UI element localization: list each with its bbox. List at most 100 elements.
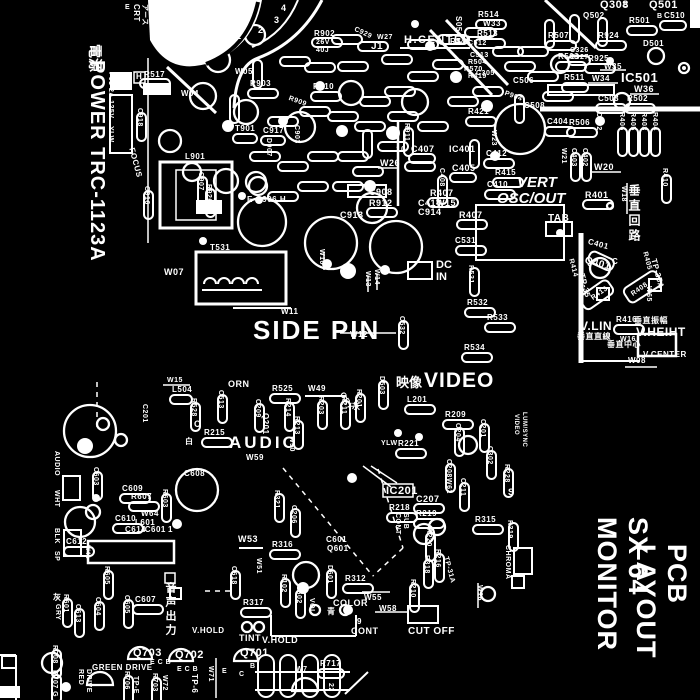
- component-label: Q201: [261, 413, 270, 435]
- component-label: 2: [258, 25, 264, 35]
- component-label: R511: [564, 73, 585, 82]
- component-label: TINT: [239, 633, 261, 643]
- component-label: TP-6: [190, 674, 199, 694]
- dc-in-label: DC IN: [436, 259, 452, 283]
- component-label: R416: [616, 315, 638, 324]
- component-label: Q703: [133, 647, 162, 659]
- component-label: COLOR: [333, 598, 368, 608]
- component-label: W23: [490, 130, 497, 146]
- component-label: VIDEO: [513, 414, 519, 436]
- component-label: C601: [326, 535, 348, 544]
- component-label: TP-E: [132, 676, 139, 694]
- component-label: W26: [380, 158, 401, 168]
- component-label: W72: [161, 675, 168, 691]
- component-label: C414: [418, 198, 442, 208]
- osc-out-label: OSC/OUT: [497, 189, 566, 207]
- component-label: C302: [486, 446, 493, 465]
- component-label: W20: [594, 162, 615, 172]
- component-label: W15: [167, 377, 183, 384]
- video-section-label: 映像 VIDEO: [396, 369, 494, 393]
- component-label: R601: [62, 594, 69, 613]
- component-label: 4: [281, 3, 287, 13]
- component-label: S05: [454, 16, 463, 32]
- component-label: R215: [204, 428, 226, 437]
- component-label: W21: [560, 148, 567, 164]
- component-label: R312: [345, 574, 367, 583]
- component-label: R401: [585, 190, 609, 200]
- component-label: ORN: [228, 379, 250, 389]
- component-label: R603: [161, 489, 168, 508]
- component-label: R209: [445, 410, 467, 419]
- component-label: C201: [479, 419, 486, 438]
- component-label: R421: [468, 107, 490, 116]
- component-label: R528: [190, 398, 197, 417]
- component-label: R512: [450, 37, 472, 46]
- component-label: C903: [293, 125, 300, 144]
- component-label: R315: [475, 515, 497, 524]
- component-label: R903: [250, 79, 272, 88]
- component-label: R703: [151, 673, 158, 692]
- component-label: VOL: [308, 598, 315, 614]
- component-label: R220: [425, 528, 432, 547]
- component-label: 垂直振幅: [634, 316, 668, 325]
- component-label: C405: [452, 163, 476, 173]
- component-label: R403: [640, 112, 647, 131]
- component-label: C327: [570, 54, 589, 61]
- component-label: W12: [350, 330, 368, 339]
- component-label: Q601: [327, 544, 349, 553]
- component-label: C512: [468, 40, 487, 47]
- component-label: C613: [74, 604, 81, 623]
- component-label: R902: [314, 29, 336, 38]
- component-label: R504: [468, 59, 487, 66]
- component-label: V.CENTER: [643, 350, 687, 359]
- component-label: C201: [141, 404, 148, 423]
- component-label: W14: [373, 269, 380, 285]
- component-label: C208: [445, 459, 452, 478]
- component-label: R525: [272, 384, 294, 393]
- component-label: D907: [265, 138, 272, 157]
- component-label: W08: [628, 356, 646, 365]
- component-label: R517: [144, 70, 166, 79]
- vert-label: VERT: [517, 174, 557, 191]
- component-label: W34: [592, 74, 610, 83]
- component-label: W36: [634, 84, 655, 94]
- video-kanji-label: 映像: [396, 374, 423, 390]
- component-label: W59: [246, 453, 264, 462]
- component-label: C410: [487, 180, 509, 189]
- component-label: C412: [486, 149, 508, 158]
- component-label: CONT: [394, 513, 401, 535]
- component-label: C610: [115, 514, 137, 523]
- component-label: R221: [398, 439, 420, 448]
- component-label: C532: [398, 316, 405, 335]
- component-label: R910: [313, 82, 335, 91]
- component-label: C402: [581, 148, 588, 167]
- component-label: WHT: [53, 490, 60, 508]
- component-label: 22: [327, 683, 334, 692]
- component-label: R514: [478, 10, 500, 19]
- component-label: R501: [629, 16, 651, 25]
- component-label: R605: [103, 566, 110, 585]
- component-label: C604: [94, 597, 101, 616]
- board-title-line2: PCB LAYOUT: [631, 544, 692, 659]
- component-label: W64: [141, 509, 159, 518]
- component-label: R531: [467, 265, 474, 284]
- component-label: E Q906 H: [247, 195, 287, 204]
- component-label: W51: [255, 558, 262, 574]
- component-label: R926: [205, 184, 212, 203]
- component-label: Q702: [175, 649, 204, 661]
- component-label: R706: [123, 671, 130, 690]
- component-label: R319: [506, 520, 513, 539]
- component-label: GRY: [54, 604, 61, 621]
- component-label: YLW: [381, 440, 398, 447]
- component-label: R507: [548, 31, 570, 40]
- component-label: C607: [135, 595, 157, 604]
- component-label: R410: [661, 168, 668, 187]
- component-label: R228: [503, 464, 510, 483]
- component-label: D501: [643, 39, 665, 48]
- component-label: C612: [66, 537, 88, 546]
- component-label: C: [612, 257, 619, 266]
- vert-osc-out-label: VERT OSC/OUT: [497, 175, 565, 207]
- component-label: C503: [598, 94, 620, 103]
- component-label: C206: [290, 505, 297, 524]
